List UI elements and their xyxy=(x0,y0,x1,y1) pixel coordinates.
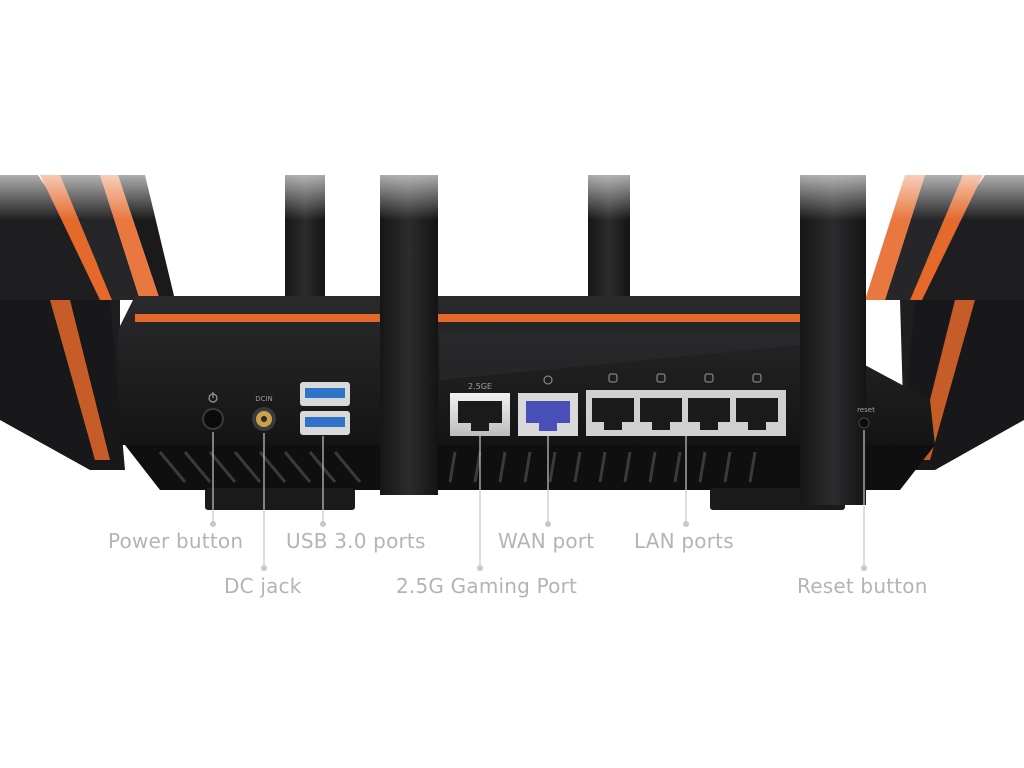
dc-jack-callout: DC jack xyxy=(224,574,302,598)
lan-port-icons xyxy=(608,373,762,383)
front-antennas xyxy=(380,175,866,505)
gaming-port-label: 2.5GE xyxy=(468,382,492,391)
power-button-callout: Power button xyxy=(108,529,244,553)
left-antennas xyxy=(0,175,175,470)
wan-port[interactable] xyxy=(518,393,578,436)
leader-dots xyxy=(210,521,867,571)
leader-lines xyxy=(212,430,865,568)
power-icon xyxy=(208,392,218,403)
dc-in-label: DCIN xyxy=(255,395,273,403)
lan-ports-callout: LAN ports xyxy=(634,529,734,553)
reset-button[interactable] xyxy=(858,417,870,429)
reset-label: reset xyxy=(857,406,875,414)
lan-ports[interactable] xyxy=(586,390,786,436)
usb-ports[interactable] xyxy=(300,382,350,435)
wan-port-callout: WAN port xyxy=(498,529,595,553)
router-body xyxy=(118,296,935,510)
gaming-port[interactable] xyxy=(450,393,510,436)
dc-jack[interactable] xyxy=(252,407,276,431)
power-button[interactable] xyxy=(202,408,224,430)
gaming-port-callout: 2.5G Gaming Port xyxy=(396,574,578,598)
reset-button-callout: Reset button xyxy=(797,574,928,598)
usb-ports-callout: USB 3.0 ports xyxy=(286,529,426,553)
globe-icon xyxy=(543,375,553,385)
